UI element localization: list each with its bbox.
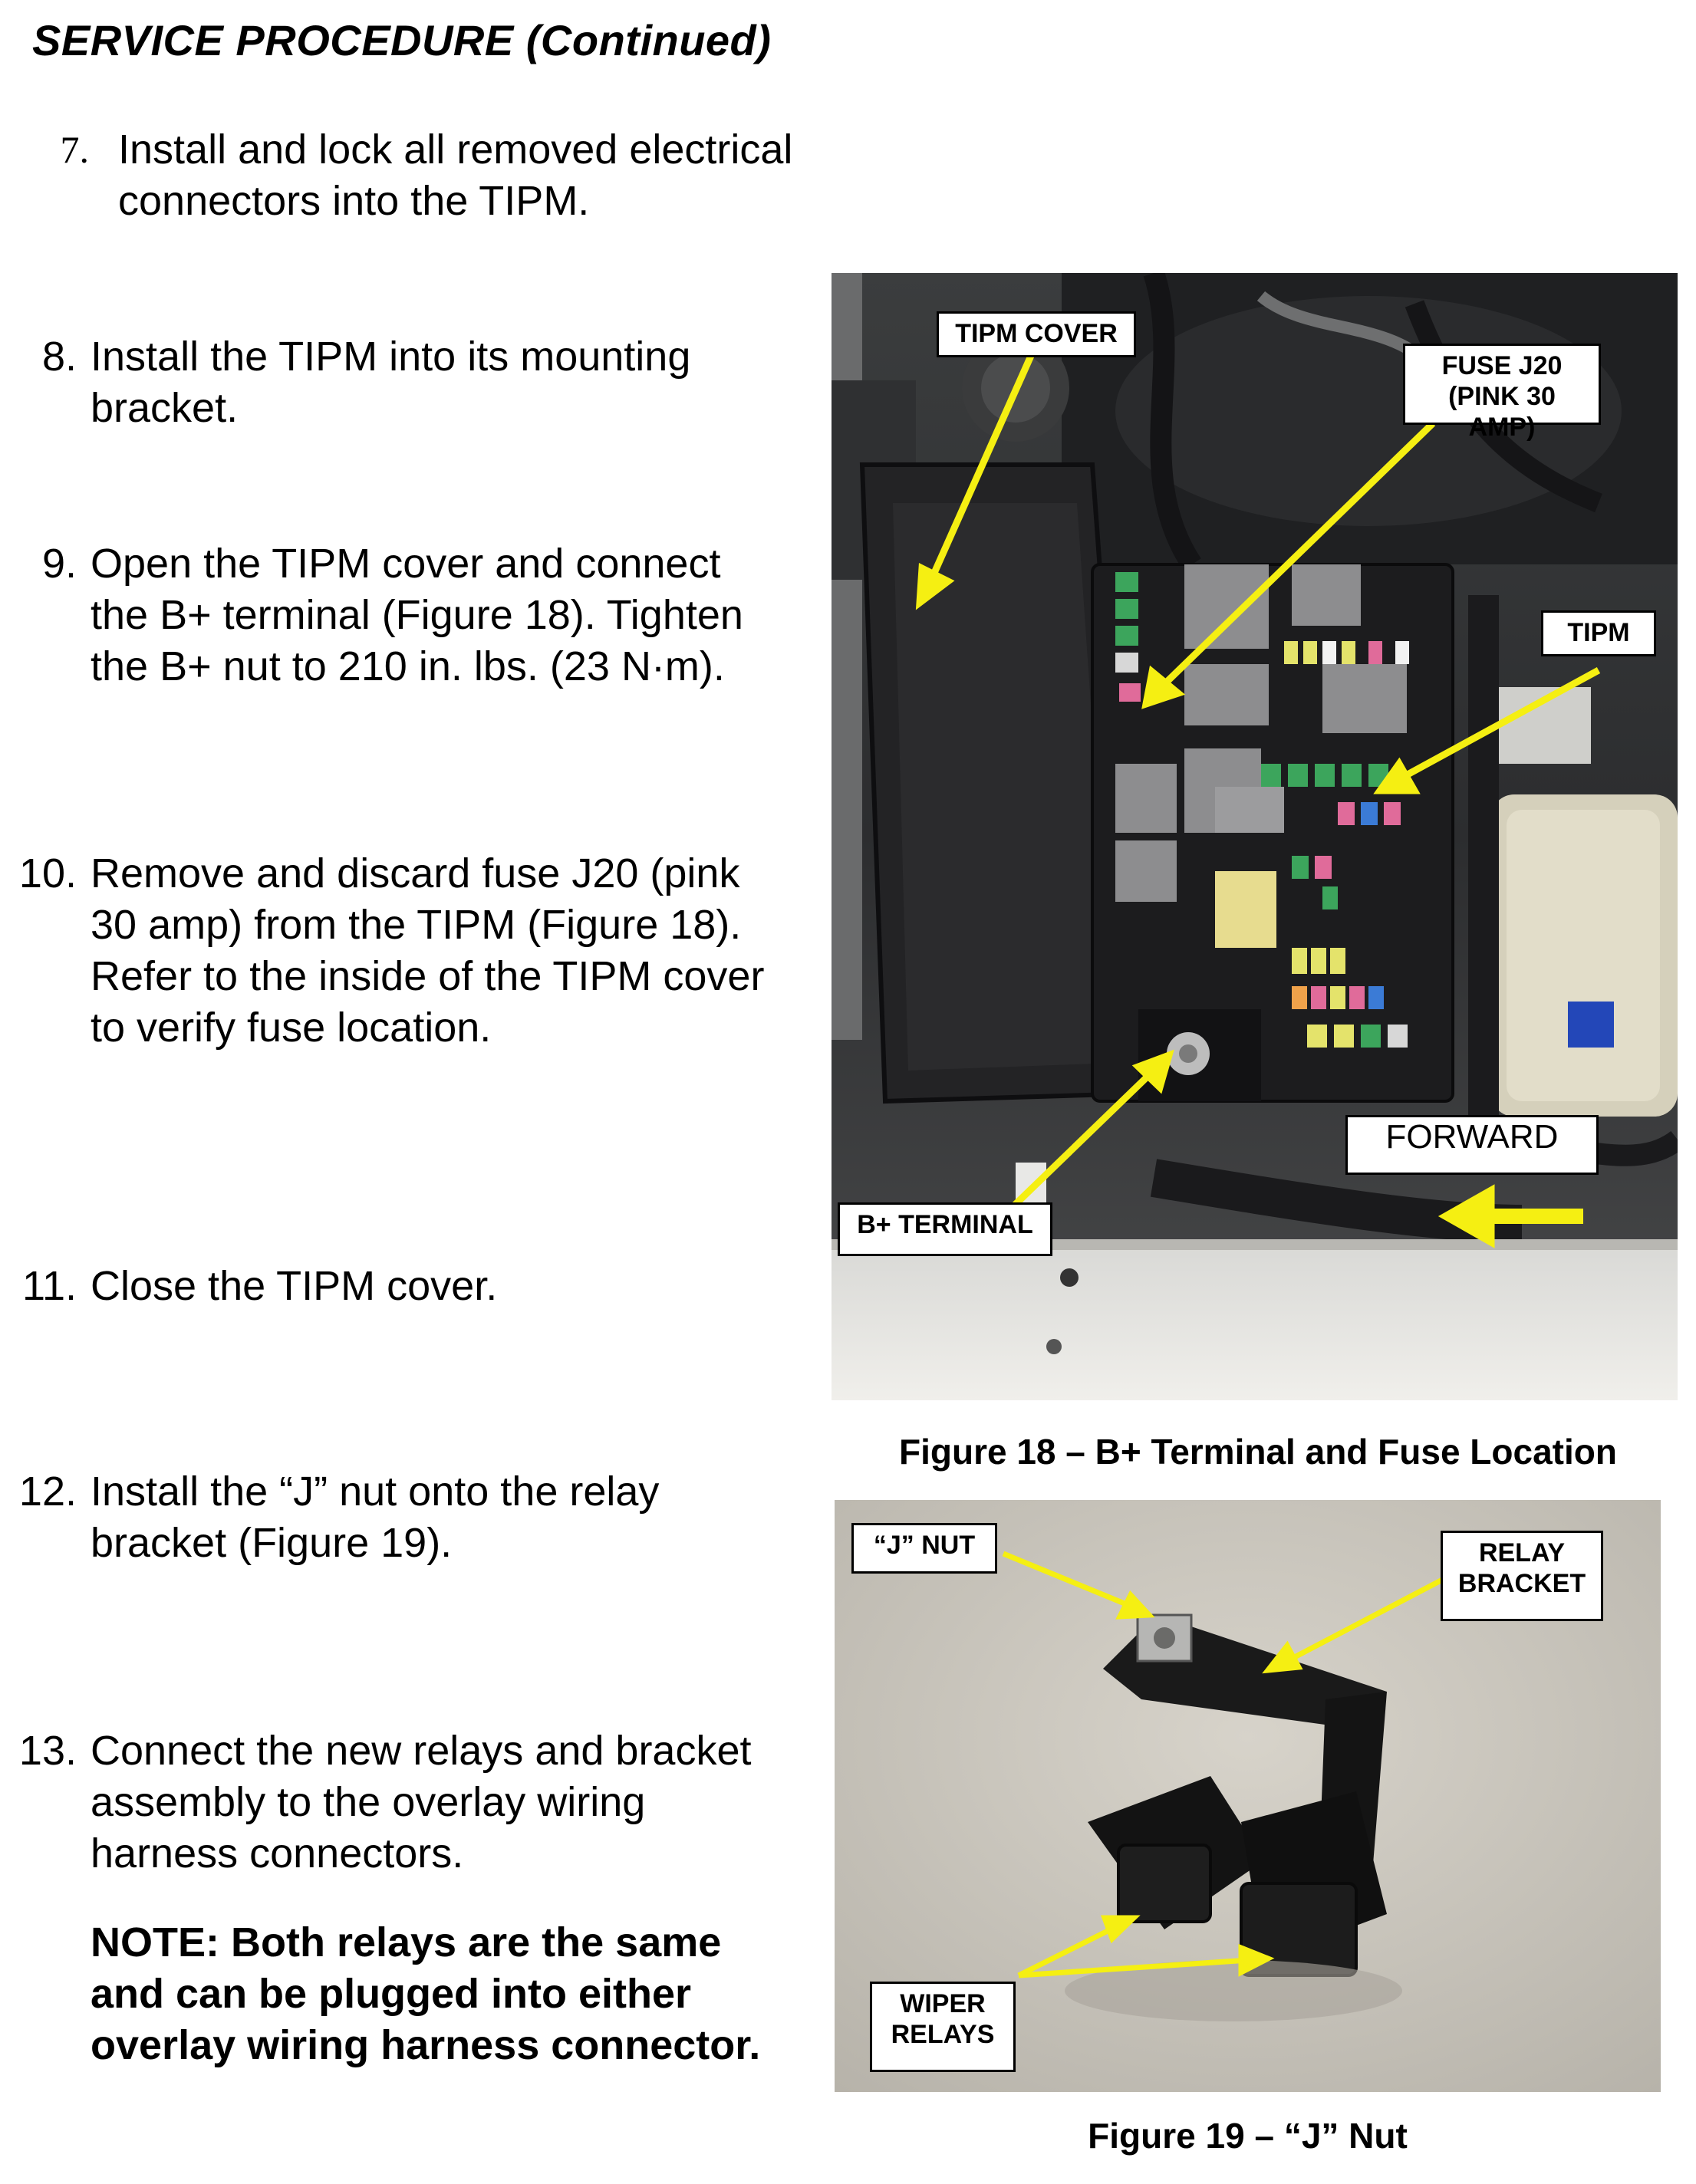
step-number: 10. [18, 850, 77, 896]
step-number: 12. [18, 1469, 77, 1515]
step-number: 11. [21, 1263, 77, 1309]
step-text: Install the TIPM into its mounting brack… [91, 334, 691, 431]
fuse-grid [1115, 572, 1409, 1048]
note-text: NOTE: Both relays are the same and can b… [91, 1919, 761, 2068]
figure-18-caption: Figure 18 – B+ Terminal and Fuse Locatio… [899, 1432, 1617, 1472]
step-number: 9. [41, 541, 77, 587]
j-nut-callout: “J” NUT [851, 1523, 997, 1574]
tipm-cover-callout: TIPM COVER [937, 311, 1136, 357]
step-text: Remove and discard fuse J20 (pink 30 amp… [91, 850, 765, 1051]
tipm-callout: TIPM [1541, 610, 1656, 656]
step-text: Connect the new relays and bracket assem… [91, 1728, 752, 1876]
figure-19-arrows [1002, 1551, 1450, 1978]
step-number: 8. [41, 334, 77, 380]
figure-19-caption: Figure 19 – “J” Nut [1088, 2116, 1408, 2156]
figure-19-photo: “J” NUT RELAY BRACKET WIPER RELAYS [835, 1500, 1661, 2092]
figure-18-photo: TIPM COVER FUSE J20 (PINK 30 AMP) TIPM F… [832, 273, 1678, 1400]
b-plus-terminal-callout: B+ TERMINAL [838, 1202, 1052, 1256]
fuse-j20-callout: FUSE J20 (PINK 30 AMP) [1403, 344, 1601, 442]
step-text: Install the “J” nut onto the relay brack… [91, 1469, 660, 1566]
figure-18-arrows [915, 354, 1601, 1248]
step-number: 7. [60, 128, 90, 171]
step-text: Install and lock all removed electrical … [118, 127, 793, 224]
relay-bracket-callout: RELAY BRACKET [1441, 1531, 1603, 1621]
step-number: 13. [18, 1728, 77, 1774]
step-text: Open the TIPM cover and connect the B+ t… [91, 541, 743, 689]
page-heading: SERVICE PROCEDURE (Continued) [32, 16, 772, 64]
engine-bay-illustration [832, 273, 1678, 1400]
step-text: Close the TIPM cover. [91, 1263, 498, 1309]
wiper-relays-callout: WIPER RELAYS [870, 1982, 1016, 2072]
forward-callout: FORWARD [1345, 1115, 1599, 1175]
